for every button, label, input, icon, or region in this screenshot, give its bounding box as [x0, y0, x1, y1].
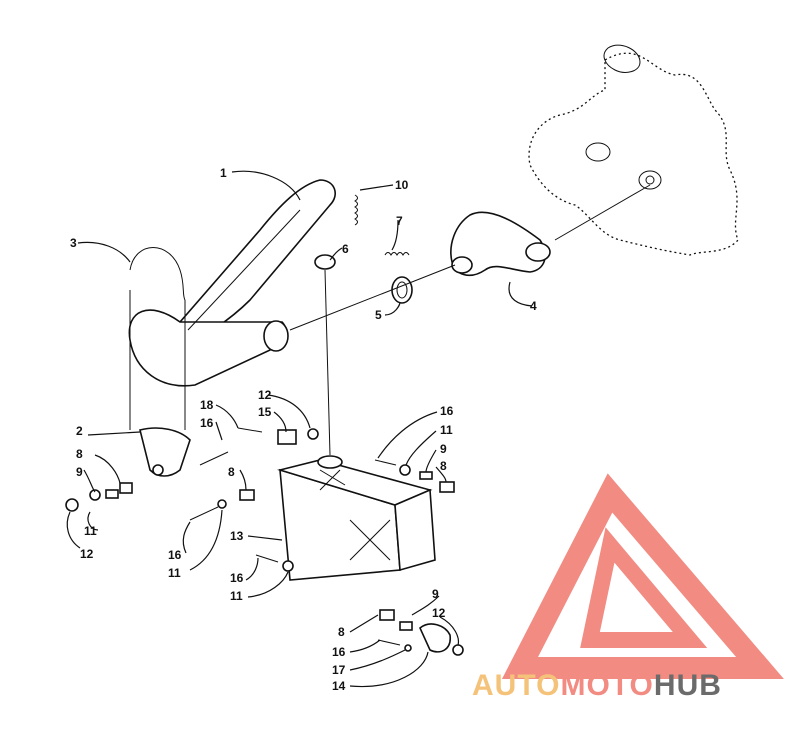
callout-18: 18: [200, 398, 214, 412]
callout-5: 5: [375, 308, 382, 322]
hardware: [65, 427, 464, 656]
callout-16-d: 16: [230, 571, 244, 585]
callout-16-e: 16: [332, 645, 346, 659]
callout-11-a: 11: [84, 524, 97, 538]
watermark-auto: AUTO: [472, 669, 561, 702]
expansion-chamber: [128, 179, 336, 387]
leader-lines: [66, 170, 651, 688]
hanger-wire: [129, 247, 186, 301]
gasket-inner: [396, 281, 408, 299]
callout-13: 13: [230, 529, 244, 543]
gasket: [391, 276, 413, 304]
spring-7: [384, 252, 410, 256]
callout-11-c: 11: [440, 423, 453, 437]
callout-11-b: 11: [168, 566, 181, 580]
callout-12-b: 12: [258, 388, 272, 402]
callout-labels: 1 2 3 4 5 6 7 8 9 11 12 18 16 12 15 8 16…: [70, 166, 537, 693]
watermark-hub: HUB: [653, 669, 722, 702]
silencer-box: [277, 455, 436, 581]
spring-10: [354, 194, 358, 226]
callout-7: 7: [396, 214, 403, 228]
callout-8-a: 8: [76, 447, 83, 461]
grommet: [314, 254, 336, 270]
callout-16-b: 16: [168, 548, 182, 562]
callout-11-d: 11: [230, 589, 243, 603]
callout-12-c: 12: [432, 606, 446, 620]
callout-9-c: 9: [432, 587, 439, 601]
callout-14: 14: [332, 679, 346, 693]
callout-3: 3: [70, 236, 77, 250]
watermark-moto: MOTO: [560, 669, 654, 702]
watermark-logo: [501, 473, 784, 679]
callout-10: 10: [395, 178, 409, 192]
muffler-bracket: [139, 427, 191, 477]
callout-8-c: 8: [440, 459, 447, 473]
callout-8-b: 8: [228, 465, 235, 479]
callout-16-a: 16: [200, 416, 214, 430]
callout-1: 1: [220, 166, 227, 180]
watermark-text: AUTOMOTOHUB: [472, 669, 722, 703]
callout-12-a: 12: [80, 547, 94, 561]
callout-15: 15: [258, 405, 272, 419]
engine-outline: [528, 44, 739, 256]
callout-17: 17: [332, 663, 346, 677]
callout-16-c: 16: [440, 404, 454, 418]
callout-9-a: 9: [76, 465, 83, 479]
callout-2: 2: [76, 424, 83, 438]
callout-9-b: 9: [440, 442, 447, 456]
callout-6: 6: [342, 242, 349, 256]
exhaust-manifold: [450, 211, 551, 277]
callout-4: 4: [530, 299, 537, 313]
callout-8-d: 8: [338, 625, 345, 639]
